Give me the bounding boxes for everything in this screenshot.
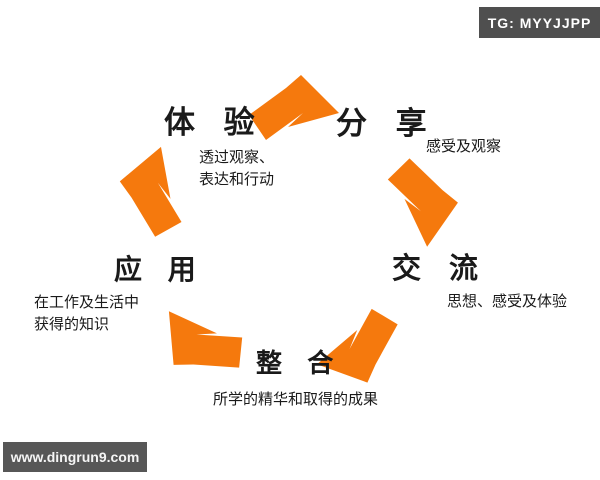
stage-desc-line: 在工作及生活中 xyxy=(34,294,140,311)
stage-desc-line: 获得的知识 xyxy=(34,315,110,333)
stage-desc-experience: 透过观察、 表达和行动 xyxy=(199,147,274,191)
stage-label-experience: 体 验 xyxy=(164,105,265,140)
watermark: www.dingrun9.com xyxy=(3,442,147,472)
arrow-share-to-communicate-icon xyxy=(384,151,465,252)
stage-desc-communicate: 思想、感受及体验 xyxy=(447,291,567,313)
stage-label-integrate: 整 合 xyxy=(256,348,343,378)
stage-desc-line: 透过观察、 xyxy=(199,149,275,166)
stage-desc-line: 思想、感受及体验 xyxy=(447,293,568,310)
stage-label-communicate: 交 流 xyxy=(392,253,489,285)
stage-desc-apply: 在工作及生活中 获得的知识 xyxy=(34,292,139,336)
stage-desc-line: 表达和行动 xyxy=(199,170,275,188)
stage-label-apply: 应 用 xyxy=(114,254,205,285)
stage-desc-integrate: 所学的精华和取得的成果 xyxy=(213,389,378,411)
telegram-badge: TG: MYYJJPP xyxy=(479,7,600,38)
stage-label-share: 分 享 xyxy=(336,106,437,141)
stage-desc-line: 感受及观察 xyxy=(426,138,502,155)
arrow-integrate-to-apply-icon xyxy=(144,290,256,399)
stage-desc-line: 所学的精华和取得的成果 xyxy=(213,391,379,408)
arrow-apply-to-experience-icon xyxy=(115,143,188,239)
stage-desc-share: 感受及观察 xyxy=(426,136,501,158)
